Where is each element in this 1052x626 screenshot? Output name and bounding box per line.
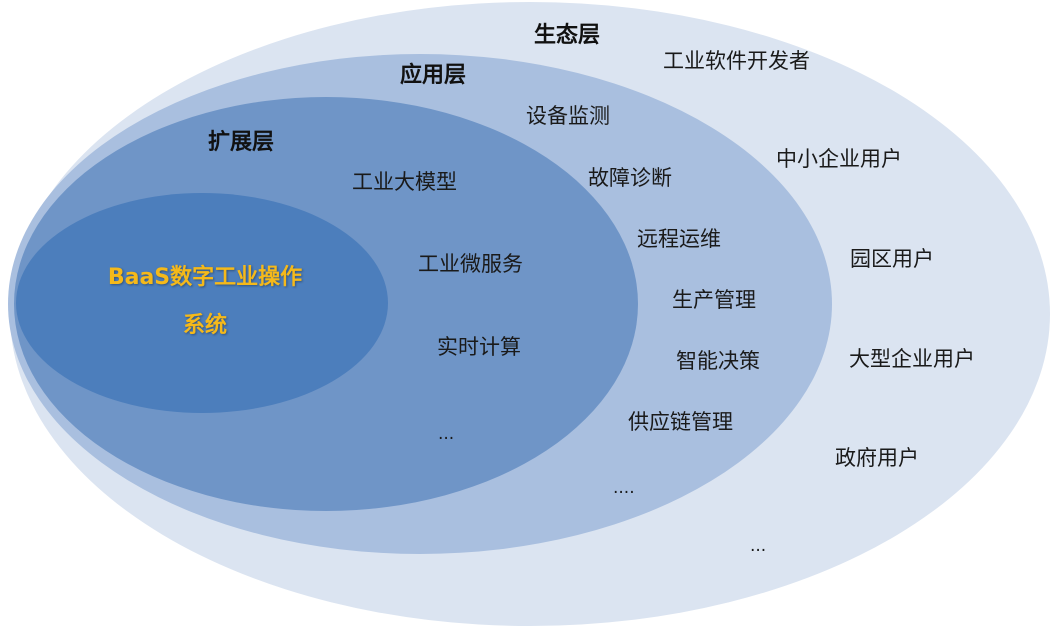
core-ellipse <box>16 193 388 413</box>
application-item: 生产管理 <box>672 288 756 312</box>
application-item: 故障诊断 <box>588 166 672 190</box>
ecology-item: 园区用户 <box>850 247 934 271</box>
core-title-line2: 系统 <box>182 313 227 338</box>
application-item: .... <box>613 478 635 498</box>
ecology-layer-title: 生态层 <box>534 23 601 48</box>
application-item: 设备监测 <box>526 104 610 128</box>
ecology-item: 中小企业用户 <box>776 147 902 171</box>
ecology-item: 工业软件开发者 <box>663 49 810 73</box>
ecology-item: 政府用户 <box>835 446 919 470</box>
core-title-line1: BaaS数字工业操作 <box>107 265 303 290</box>
extension-item: ... <box>438 424 455 444</box>
application-item: 供应链管理 <box>628 410 733 434</box>
application-layer-title: 应用层 <box>400 63 467 88</box>
extension-item: 实时计算 <box>437 335 521 359</box>
application-item: 远程运维 <box>637 227 721 251</box>
core-title: BaaS数字工业操作 系统 <box>80 267 330 337</box>
extension-layer-title: 扩展层 <box>208 130 275 155</box>
application-item: 智能决策 <box>676 349 760 373</box>
extension-item: 工业大模型 <box>352 170 457 194</box>
ecology-item: 大型企业用户 <box>849 347 975 371</box>
extension-item: 工业微服务 <box>418 252 523 276</box>
ecology-item: ... <box>750 536 767 556</box>
